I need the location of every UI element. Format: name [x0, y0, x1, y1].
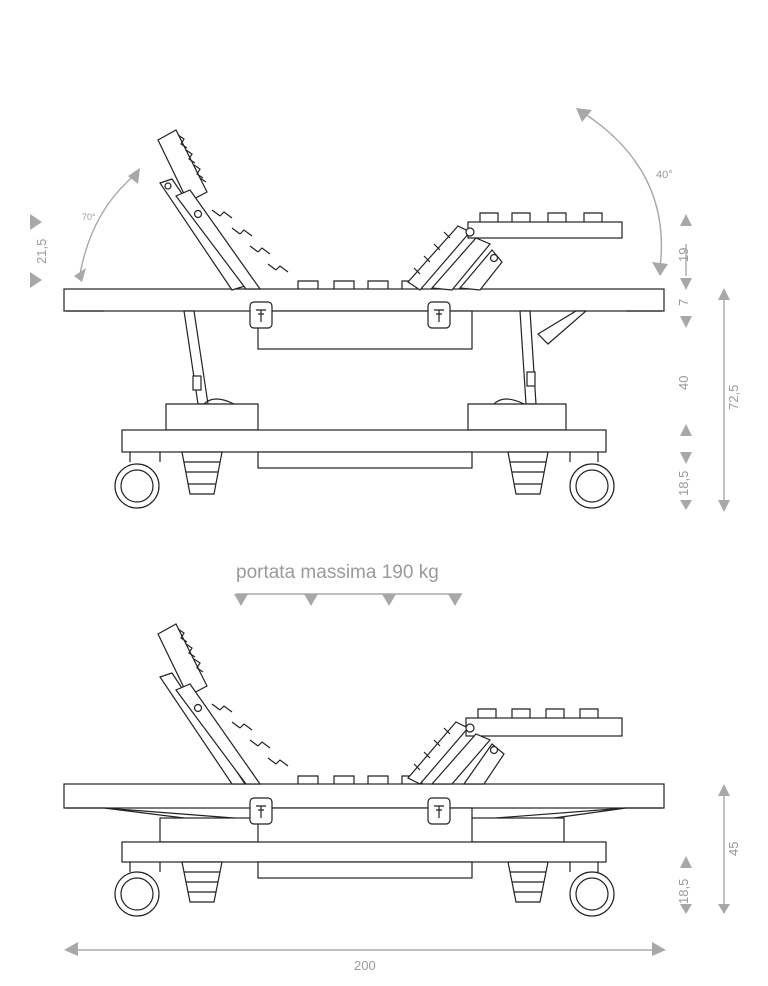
- lock-left-bottom: [249, 797, 273, 825]
- backrest-bottom: [157, 623, 289, 785]
- dim-backrest-label: 21,5: [34, 239, 49, 264]
- dimensions-top: [30, 108, 730, 512]
- dim-leg-label: 19: [676, 248, 691, 262]
- wheels-top: [114, 452, 615, 509]
- base-frame-top: [121, 429, 607, 453]
- angle-left-label: 70°: [82, 212, 96, 222]
- base-frame-bottom: [121, 841, 607, 863]
- dim-base-label-bottom: 18,5: [676, 879, 691, 904]
- center-slats-bottom: [297, 775, 423, 784]
- max-load-caption: portata massima 190 kg: [236, 562, 439, 583]
- dim-length-label: 200: [354, 958, 376, 973]
- dim-lift-label: 40: [676, 376, 691, 390]
- bed-raised-view: [63, 129, 665, 509]
- adjustable-feet-bottom: [181, 861, 549, 903]
- dim-base-label-top: 18,5: [676, 471, 691, 496]
- bed-frame-bottom: [63, 783, 665, 809]
- lock-right-top: [427, 301, 451, 329]
- dimensions-bottom: [64, 784, 730, 956]
- adjustable-feet-top: [181, 451, 549, 495]
- legrest-bottom: [407, 708, 623, 785]
- dim-total-label-bottom: 45: [726, 842, 741, 856]
- lock-left-top: [249, 301, 273, 329]
- angle-right-label: 40°: [656, 169, 673, 181]
- wheels-bottom: [114, 862, 615, 917]
- backrest: [157, 129, 289, 291]
- dim-total-label-top: 72,5: [726, 385, 741, 410]
- bed-frame-top: [63, 288, 665, 312]
- legrest: [407, 212, 623, 291]
- load-arrows: [234, 593, 462, 606]
- bed-lowered-view: [63, 623, 665, 917]
- lock-right-bottom: [427, 797, 451, 825]
- center-slats: [297, 280, 423, 289]
- dim-frame-label: 7: [676, 299, 691, 306]
